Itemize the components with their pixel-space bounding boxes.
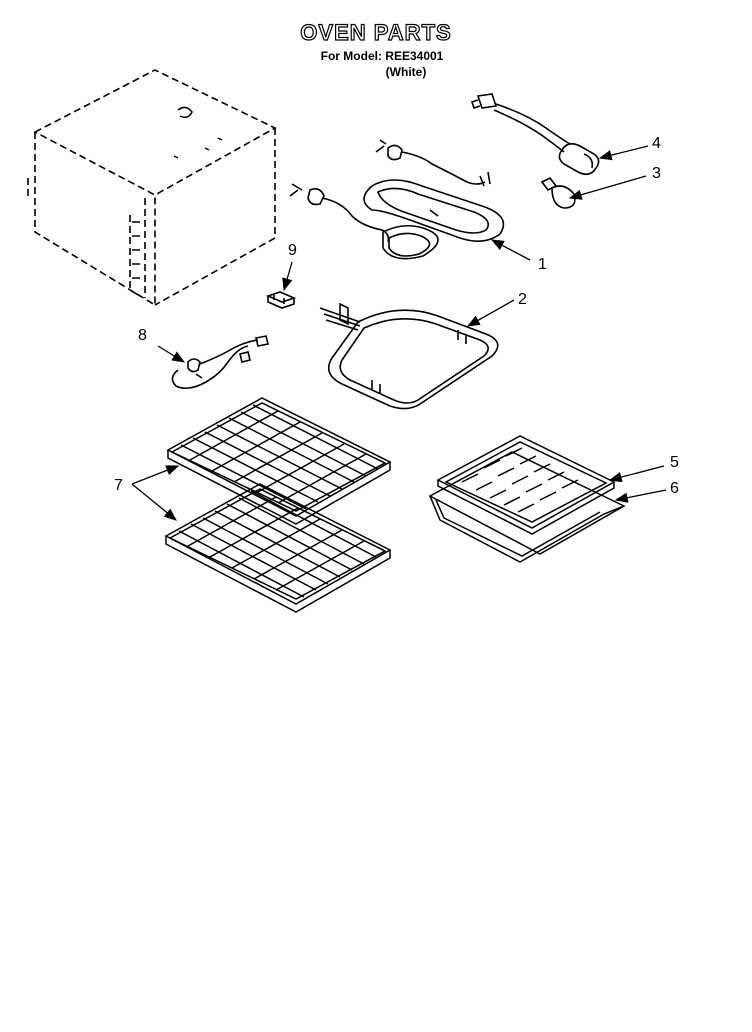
callout-7: 7 <box>114 477 123 494</box>
model-line: For Model: REE34001 <box>320 49 444 63</box>
callout-9: 9 <box>288 242 297 259</box>
clip-part-9 <box>265 291 297 309</box>
callout-8: 8 <box>138 327 147 344</box>
oven-rack-upper-part-7 <box>166 397 392 525</box>
broil-element-part-2 <box>319 302 499 410</box>
callout-1: 1 <box>538 256 547 273</box>
oven-rack-lower-part-7 <box>164 483 392 613</box>
lamp-socket-part-4 <box>470 93 600 176</box>
broiler-grid-part-5 <box>436 435 616 535</box>
light-bulb-part-3 <box>540 176 576 209</box>
callout-4: 4 <box>652 135 661 152</box>
page-title: OVEN PARTS <box>300 19 452 45</box>
leader-lines <box>131 145 667 521</box>
broiler-pan-part-6 <box>428 451 626 563</box>
oven-cavity-outline <box>27 69 277 307</box>
callout-3: 3 <box>652 165 661 182</box>
callout-5: 5 <box>670 454 679 471</box>
callout-6: 6 <box>670 480 679 497</box>
callout-2: 2 <box>518 291 527 308</box>
oven-cavity-marks <box>132 106 223 279</box>
bake-element-part-1 <box>289 139 505 260</box>
sensor-part-8 <box>171 335 269 390</box>
color-line: (White) <box>385 65 427 79</box>
